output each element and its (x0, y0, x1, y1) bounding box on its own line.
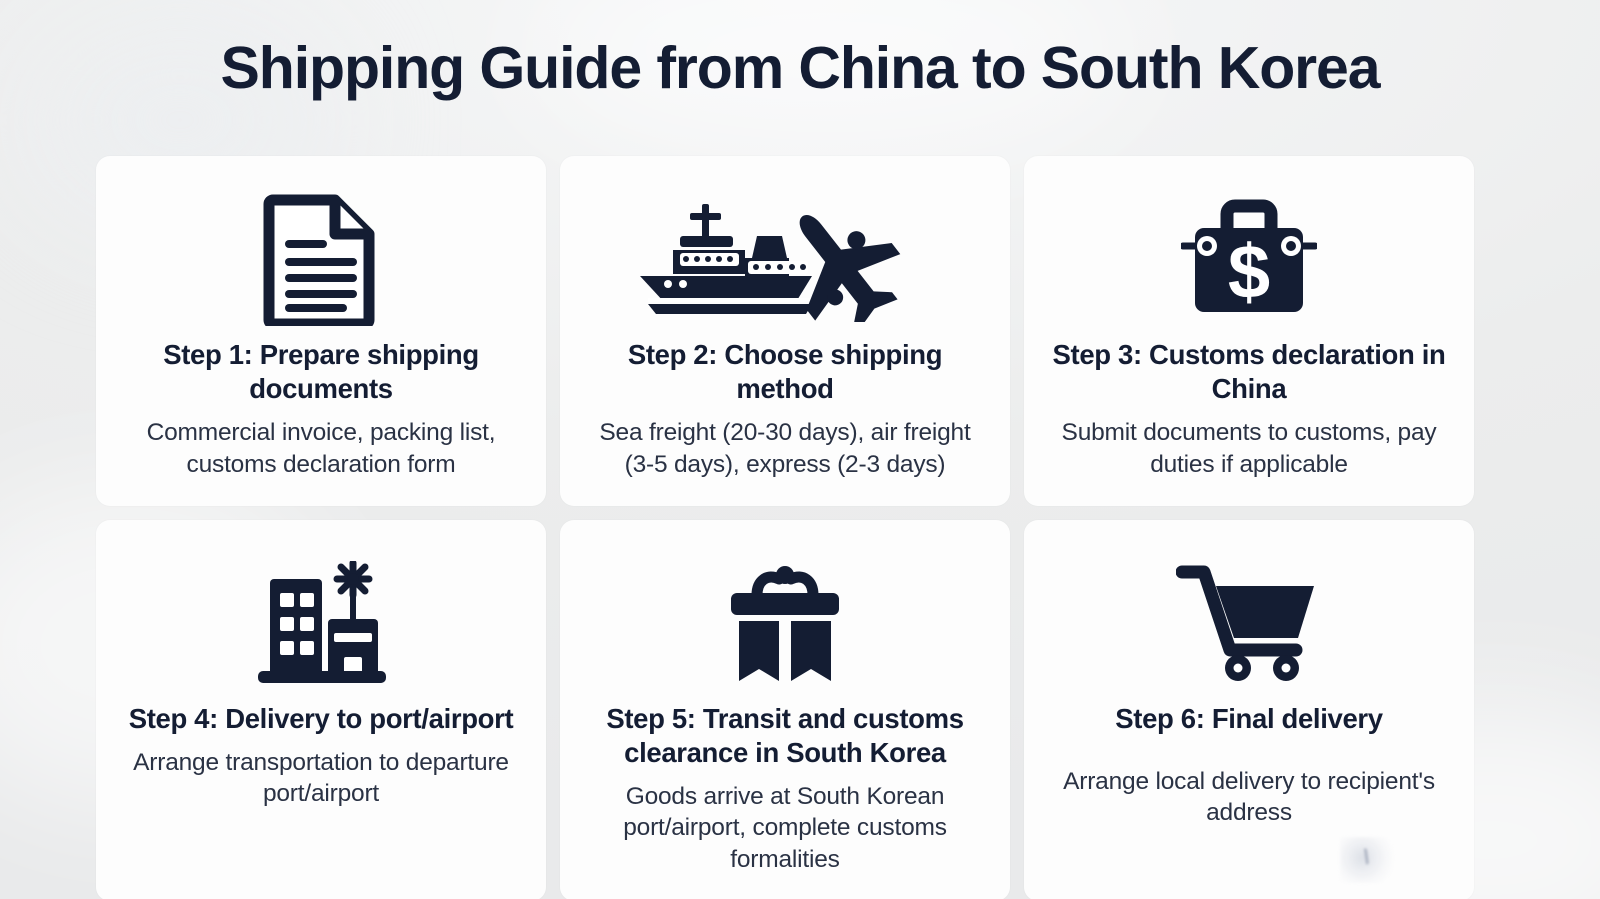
step-title: Step 1: Prepare shipping documents (163, 339, 479, 405)
briefcase-dollar-icon: $ (1181, 190, 1317, 330)
step-card-6[interactable]: Step 6: Final delivery Arrange local del… (1024, 519, 1474, 899)
step-description: Submit documents to customs, pay duties … (1061, 419, 1437, 478)
svg-text:$: $ (1228, 230, 1270, 315)
ship-and-airplane-icon (626, 190, 944, 330)
step-title: Step 4: Delivery to port/airport (128, 702, 514, 734)
step-card-2[interactable]: Step 2: Choose shipping method Sea freig… (560, 156, 1010, 506)
steps-grid: Step 1: Prepare shipping documents Comme… (96, 156, 1474, 899)
shopping-cart-icon (1176, 554, 1322, 694)
step-card-4[interactable]: Step 4: Delivery to port/airport Arrange… (96, 519, 546, 899)
step-description: Commercial invoice, packing list, custom… (146, 419, 496, 478)
airport-buildings-icon (248, 554, 394, 694)
step-title: Step 6: Final delivery (1115, 702, 1383, 734)
step-title: Step 3: Customs declaration in China (1052, 339, 1446, 405)
step-card-1[interactable]: Step 1: Prepare shipping documents Comme… (96, 156, 546, 506)
step-description: Sea freight (20-30 days), air freight (3… (599, 419, 971, 478)
package-box-icon (723, 554, 847, 694)
page-title: Shipping Guide from China to South Korea (220, 35, 1381, 101)
step-title: Step 2: Choose shipping method (627, 339, 943, 405)
document-icon (263, 190, 379, 330)
step-title: Step 5: Transit and customs clearance in… (606, 702, 964, 768)
step-description: Arrange transportation to departure port… (133, 749, 509, 808)
step-description: Goods arrive at South Korean port/airpor… (623, 783, 947, 873)
airplane-glyph (799, 215, 901, 322)
step-card-3[interactable]: $ Step 3: Customs declaration in China S… (1024, 156, 1474, 506)
watermark-artifact (1340, 837, 1396, 884)
step-card-5[interactable]: Step 5: Transit and customs clearance in… (560, 519, 1010, 899)
step-description: Arrange local delivery to recipient's ad… (1063, 768, 1435, 827)
